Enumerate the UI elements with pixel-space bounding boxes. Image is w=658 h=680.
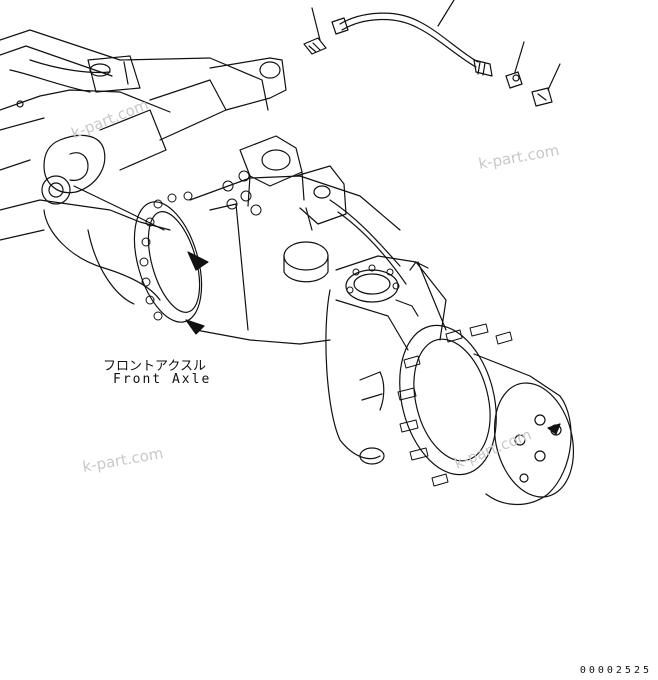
grease-fitting-left [303, 7, 327, 55]
grease-fitting-right [531, 63, 561, 107]
part-name-english: Front Axle [113, 372, 212, 387]
axle-housing [0, 170, 401, 345]
document-number: 00002525 [579, 665, 652, 676]
lower-knuckle-details [359, 261, 447, 411]
axle-upper-frame [0, 29, 269, 171]
grease-hose-assembly [331, 0, 493, 77]
housing-cap [283, 241, 329, 283]
steering-cylinder [41, 57, 287, 205]
center-pivot-mount [239, 135, 407, 285]
steering-knuckle [325, 255, 447, 465]
part-name-japanese: フロントアクスル [103, 359, 206, 374]
wheel-hub [397, 323, 575, 505]
grease-fitting-middle [505, 41, 525, 89]
